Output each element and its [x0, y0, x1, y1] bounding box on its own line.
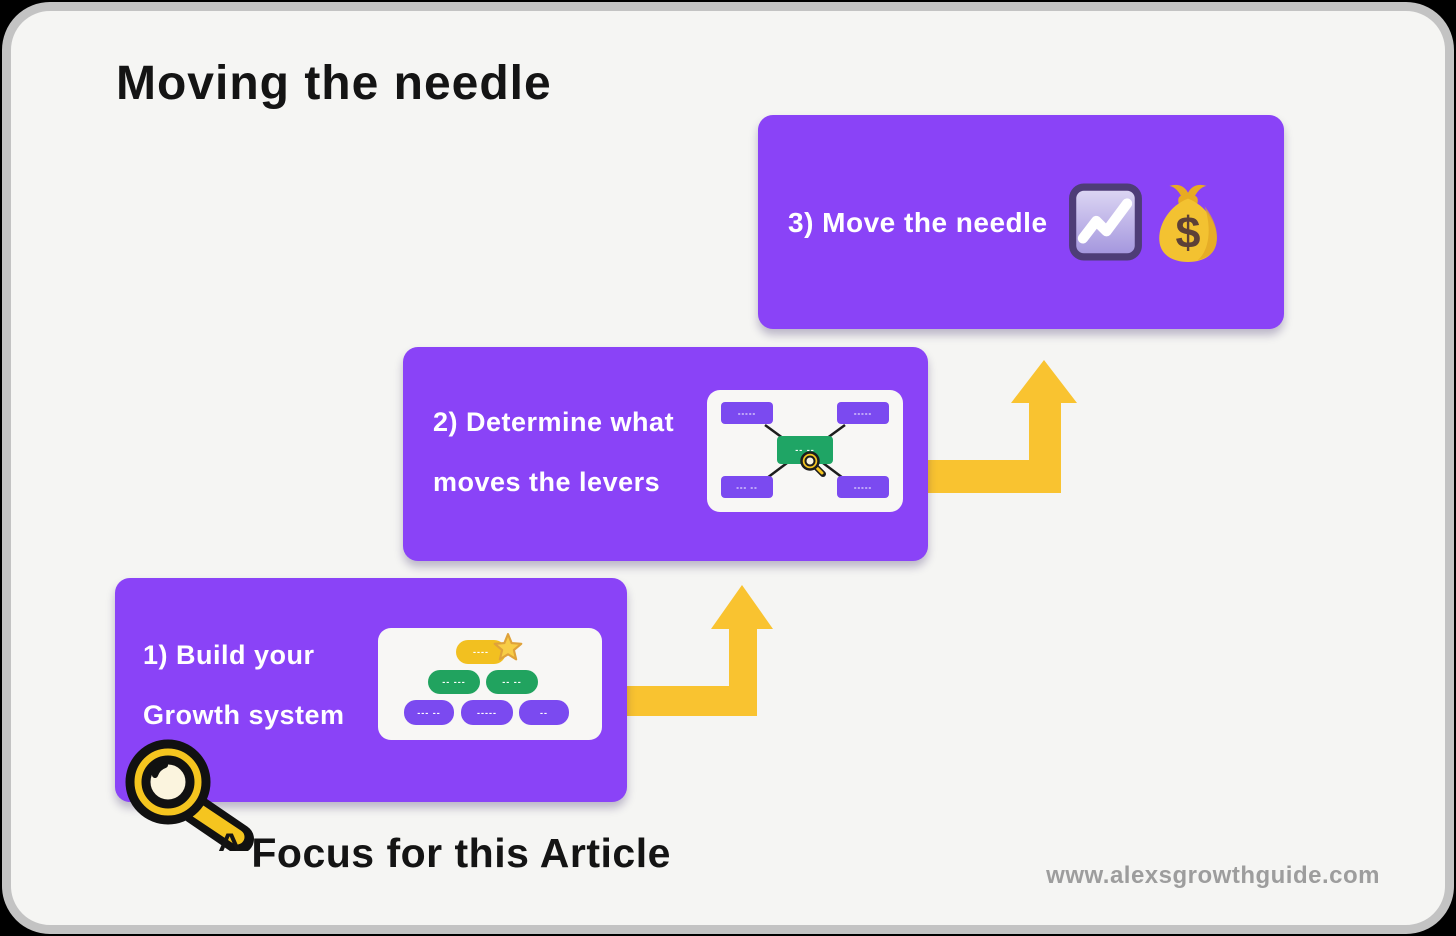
- input-pill: --: [519, 700, 569, 725]
- card-step-1-label-line1: 1) Build your: [143, 640, 315, 670]
- input-pill: --- --: [404, 700, 454, 725]
- lever-pill: -- --: [486, 670, 538, 694]
- corner-node: -----: [721, 402, 773, 424]
- card-step-2-label-line1: 2) Determine what: [433, 407, 675, 437]
- caret-glyph: ^: [218, 826, 242, 870]
- card-step-1-label-line2: Growth system: [143, 700, 345, 730]
- svg-text:$: $: [1176, 206, 1201, 257]
- star-icon: [493, 633, 523, 661]
- focus-caption-text: Focus for this Article: [251, 830, 671, 876]
- levers-diagram: ----- ----- --- -- ----- -- --: [707, 390, 903, 512]
- corner-node: --- --: [721, 476, 773, 498]
- page-title: Moving the needle: [116, 57, 552, 110]
- money-bag-icon: $: [1159, 184, 1217, 263]
- card-step-3: 3) Move the needle $: [758, 115, 1284, 329]
- chart-increasing-icon: [1069, 183, 1142, 261]
- focus-caption: ^Focus for this Article: [218, 826, 671, 877]
- website-url: www.alexsgrowthguide.com: [1046, 862, 1380, 889]
- card-step-2-label-line2: moves the levers: [433, 467, 661, 497]
- corner-node: -----: [837, 476, 889, 498]
- magnifying-glass-icon: [125, 739, 254, 851]
- card-step-2: 2) Determine what moves the levers -----…: [403, 347, 928, 561]
- corner-node: -----: [837, 402, 889, 424]
- growth-system-diagram: ---- -- --- -- -- --- -- ----- --: [378, 628, 602, 740]
- magnifying-glass-icon: [800, 451, 826, 477]
- lever-pill: -- ---: [428, 670, 480, 694]
- card-step-3-label: 3) Move the needle: [788, 207, 1048, 238]
- input-pill: -----: [461, 700, 513, 725]
